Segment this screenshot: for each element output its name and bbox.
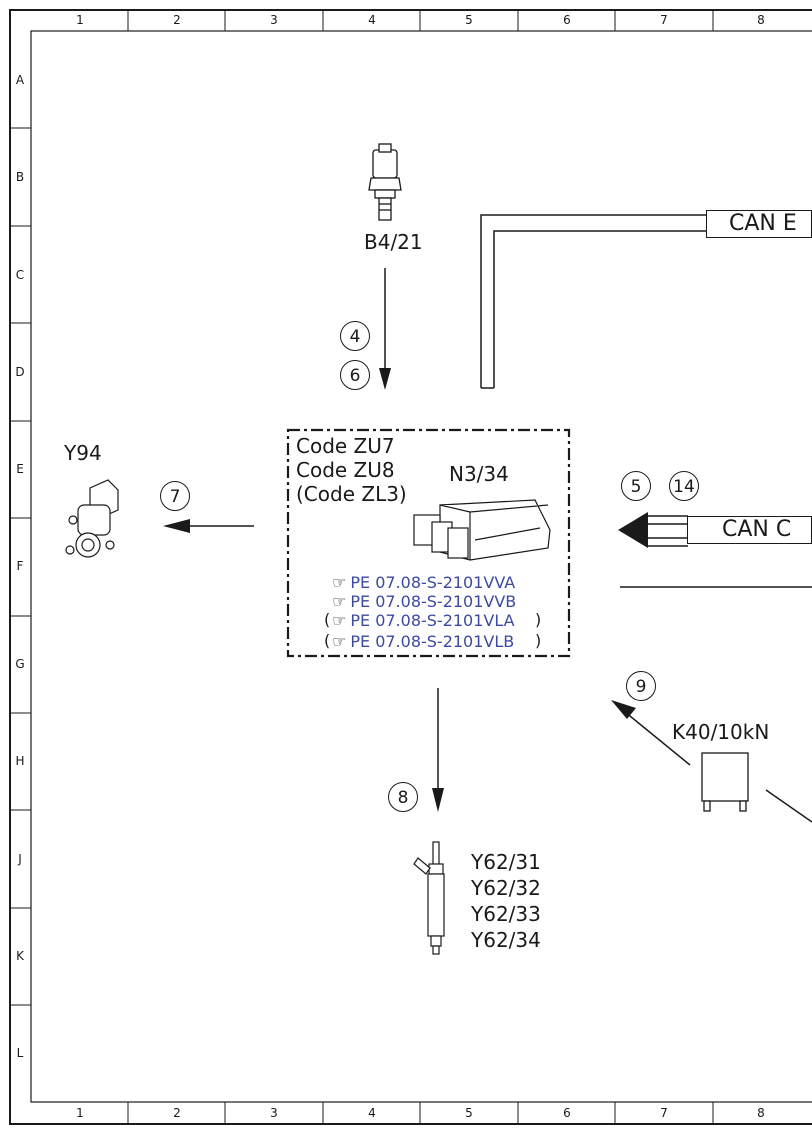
grid-row-f: F (16, 559, 24, 573)
pointing-hand-icon: ☞ (332, 573, 347, 592)
callout-9: 9 (626, 671, 656, 701)
grid-row-l: L (16, 1046, 24, 1060)
grid-col-1: 1 (76, 13, 84, 27)
grid-col-7-bottom: 7 (660, 1106, 668, 1120)
arrow-left-bold-icon (618, 512, 648, 548)
grid-col-4-bottom: 4 (368, 1106, 376, 1120)
grid-col-1-bottom: 1 (76, 1106, 84, 1120)
ecu-code-3: (Code ZL3) (296, 482, 407, 506)
callout-8: 8 (388, 782, 418, 812)
callout-4: 4 (340, 321, 370, 351)
grid-col-8: 8 (757, 13, 765, 27)
callout-6: 6 (340, 360, 370, 390)
ecu-module-icon (413, 499, 551, 561)
pointing-hand-icon: ☞ (332, 632, 347, 651)
injector-label-4: Y62/34 (471, 928, 541, 952)
callout-14: 14 (669, 471, 699, 501)
grid-col-5-bottom: 5 (465, 1106, 473, 1120)
arrow-down-icon (432, 788, 444, 812)
grid-row-b: B (15, 170, 25, 184)
grid-col-2: 2 (173, 13, 181, 27)
grid-row-c: C (15, 268, 25, 282)
row-ticks (10, 127, 31, 1006)
grid-col-8-bottom: 8 (757, 1106, 765, 1120)
grid-row-g: G (15, 657, 25, 671)
can-c-box: CAN C (687, 516, 812, 544)
grid-row-h: H (15, 754, 25, 768)
grid-col-6: 6 (563, 13, 571, 27)
sensor-label: B4/21 (364, 230, 423, 254)
injector-icon (413, 841, 445, 955)
ref-close-paren: ) (535, 631, 542, 650)
valve-label: Y94 (64, 441, 102, 465)
outer-frame (9, 9, 812, 1125)
column-ticks (127, 10, 714, 1124)
grid-col-4: 4 (368, 13, 376, 27)
callout-5: 5 (621, 471, 651, 501)
grid-col-5: 5 (465, 13, 473, 27)
ref-link[interactable]: ☞PE 07.08-S-2101VLB (332, 632, 515, 651)
injector-label-2: Y62/32 (471, 876, 541, 900)
pointing-hand-icon: ☞ (332, 592, 347, 611)
valve-icon (65, 479, 119, 558)
callout-7: 7 (160, 481, 190, 511)
ecu-code-2: Code ZU8 (296, 458, 395, 482)
pressure-sensor-icon (368, 143, 402, 221)
inner-frame (30, 30, 812, 1103)
ref-link[interactable]: ☞PE 07.08-S-2101VLA (332, 611, 515, 630)
grid-col-3-bottom: 3 (270, 1106, 278, 1120)
injector-label-3: Y62/33 (471, 902, 541, 926)
ref-link[interactable]: ☞PE 07.08-S-2101VVA (332, 573, 516, 592)
ref-close-paren: ) (535, 610, 542, 629)
grid-col-7: 7 (660, 13, 668, 27)
grid-row-k: K (16, 949, 24, 963)
grid-row-j: J (18, 852, 22, 866)
relay-icon (701, 752, 749, 812)
grid-row-a: A (15, 73, 25, 87)
relay-label: K40/10kN (672, 720, 770, 744)
arrow-left-icon (163, 519, 190, 533)
injector-label-1: Y62/31 (471, 850, 541, 874)
ecu-boundary (286, 428, 571, 658)
can-e-box: CAN E (706, 210, 812, 238)
grid-col-2-bottom: 2 (173, 1106, 181, 1120)
ref-open-paren: ( (324, 610, 331, 629)
grid-col-6-bottom: 6 (563, 1106, 571, 1120)
grid-col-3: 3 (270, 13, 278, 27)
ecu-label: N3/34 (449, 462, 509, 486)
grid-row-d: D (15, 365, 25, 379)
ref-link[interactable]: ☞PE 07.08-S-2101VVB (332, 592, 517, 611)
ref-open-paren: ( (324, 631, 331, 650)
ecu-code-1: Code ZU7 (296, 434, 395, 458)
pointing-hand-icon: ☞ (332, 611, 347, 630)
arrow-up-left-icon (611, 700, 636, 719)
arrow-down-icon (379, 368, 391, 390)
grid-row-e: E (16, 462, 24, 476)
